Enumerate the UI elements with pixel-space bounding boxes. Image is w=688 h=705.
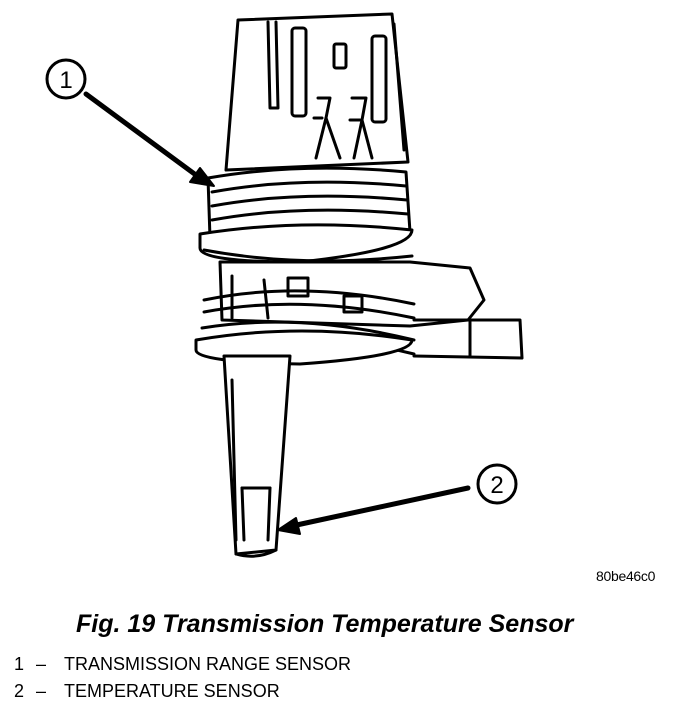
callout-2-number: 2 — [490, 472, 503, 499]
temperature-probe — [222, 354, 292, 558]
leader-arrow-2 — [277, 485, 471, 535]
figure-caption: Fig. 19 Transmission Temperature Sensor — [76, 610, 574, 638]
threaded-body — [198, 166, 414, 264]
legend-item-number: 2 — [14, 681, 25, 701]
leader-arrow-1 — [83, 91, 215, 187]
sensor-illustration: 1 2 — [45, 12, 524, 558]
callout-1-number: 1 — [59, 67, 72, 94]
image-code: 80be46c0 — [596, 568, 656, 584]
legend-item-dash: – — [36, 681, 47, 701]
legend-item-label: TEMPERATURE SENSOR — [64, 681, 280, 701]
connector-housing — [224, 12, 410, 172]
callout-1 — [45, 58, 87, 100]
legend-item-dash: – — [36, 654, 47, 674]
legend-item-number: 1 — [14, 654, 25, 674]
legend-item: 2–TEMPERATURE SENSOR — [14, 678, 351, 705]
callout-2 — [476, 463, 518, 505]
side-housing — [200, 260, 524, 360]
legend-item: 1–TRANSMISSION RANGE SENSOR — [14, 651, 351, 678]
legend: 1–TRANSMISSION RANGE SENSOR 2–TEMPERATUR… — [14, 651, 351, 705]
legend-item-label: TRANSMISSION RANGE SENSOR — [64, 654, 352, 674]
